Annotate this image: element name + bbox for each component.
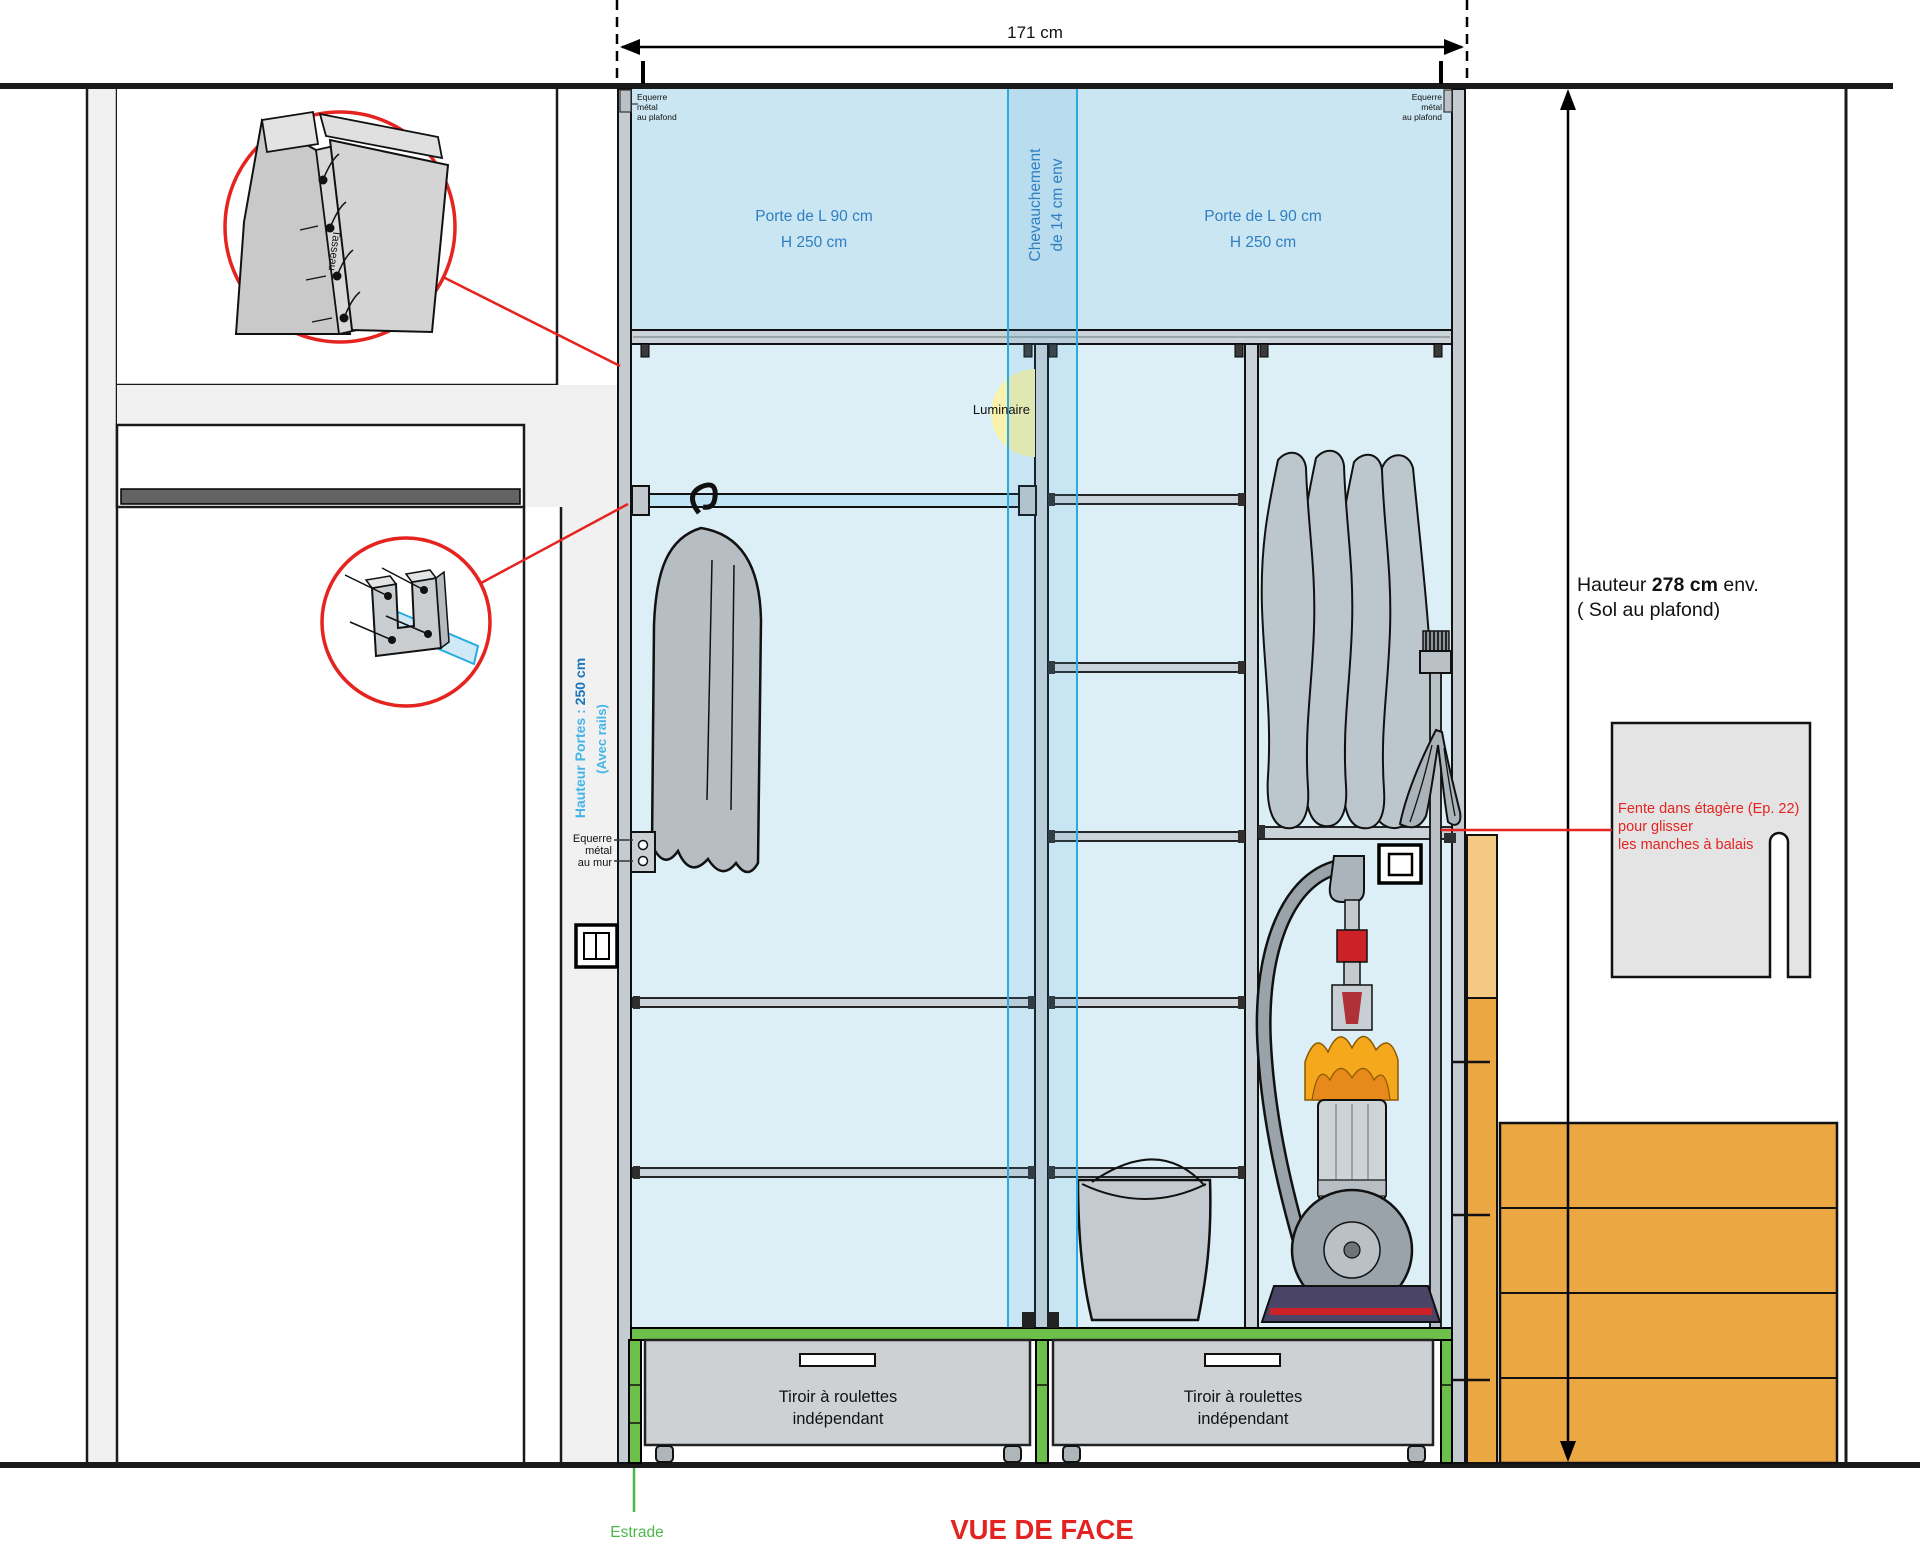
door-left-label-2: H 250 cm: [781, 234, 847, 251]
labels: Porte de L 90 cm H 250 cm Porte de L 90 …: [572, 92, 1799, 1545]
ceiling-line: [0, 83, 1893, 89]
page-title: VUE DE FACE: [950, 1514, 1133, 1545]
broom-ferrule: [1419, 650, 1452, 674]
screws: [299, 153, 361, 323]
door-bottom-guides: [1022, 1312, 1059, 1328]
arrow-down-icon: [1560, 1441, 1576, 1462]
leader-line-tasseau: [442, 275, 621, 368]
svg-text:Equerre: Equerre: [637, 92, 668, 102]
drawer-left: [643, 1338, 1032, 1463]
svg-text:au plafond: au plafond: [637, 112, 677, 122]
height-dimension: [1560, 89, 1576, 1462]
detail-circle-rail-bracket: [320, 502, 629, 708]
svg-text:métal: métal: [1421, 102, 1442, 112]
door-right-label-2: H 250 cm: [1230, 234, 1296, 251]
closet: [614, 88, 1466, 1464]
ceiling-bracket-left: [619, 89, 638, 113]
svg-text:métal: métal: [637, 102, 658, 112]
arrow-up-icon: [1560, 89, 1576, 110]
tasseau-label: Tasseau: [326, 229, 343, 271]
svg-text:Fente dans étagère (Ep. 22): Fente dans étagère (Ep. 22): [1618, 801, 1799, 817]
vacuum-hose: [1258, 860, 1346, 1298]
drawer-handle: [1204, 1353, 1281, 1367]
storage-bags: [1260, 449, 1433, 830]
svg-text:pour glisser: pour glisser: [1618, 819, 1693, 835]
wall-bracket: [614, 831, 656, 873]
drawer-left-label-1: Tiroir à roulettes: [779, 1388, 898, 1406]
power-socket-icon: [1377, 843, 1423, 885]
door-rail-bar: [120, 488, 521, 505]
door-upper-area: [631, 89, 1452, 330]
detail-circle-tasseau: Tasseau: [223, 110, 621, 368]
side-cabinet: [1452, 834, 1839, 1465]
fente-label: Fente dans étagère (Ep. 22) pour glisser…: [1618, 801, 1799, 853]
closet-right-panel: [1451, 88, 1466, 1464]
vacuum-handle: [1328, 855, 1365, 903]
estrade-annotation: Estrade: [610, 1468, 664, 1541]
door-height-note-2: (Avec rails): [594, 704, 609, 774]
shelf-clips: [640, 343, 1443, 358]
luminaire-label: Luminaire: [973, 402, 1030, 417]
ceiling-bracket-right-label: Equerre métal au plafond: [1402, 92, 1442, 122]
ceiling-bracket-left-label: Equerre métal au plafond: [637, 92, 677, 122]
vacuum-wand-red: [1336, 929, 1368, 963]
svg-text:au mur: au mur: [578, 857, 613, 869]
door-right-label-1: Porte de L 90 cm: [1204, 208, 1321, 225]
light-switch-icon: [574, 923, 619, 969]
ceiling-bracket-right: [1443, 89, 1453, 113]
overlap-band: [1007, 89, 1078, 1328]
drawer-right-label-1: Tiroir à roulettes: [1184, 1388, 1303, 1406]
floor-line: [0, 1462, 1920, 1468]
luminaire-glow: [991, 369, 1035, 457]
drawer-wheel: [1003, 1445, 1022, 1463]
svg-text:Equerre: Equerre: [1412, 92, 1443, 102]
estrade-label: Estrade: [610, 1524, 663, 1541]
door-height-note: Hauteur Portes : 250 cm: [572, 658, 588, 818]
height-dimension-label-2: ( Sol au plafond): [1577, 599, 1720, 621]
divider-right: [1244, 343, 1259, 1329]
slot-panel-detail: [1610, 721, 1812, 979]
storage-bin: [1076, 1158, 1212, 1322]
wall-bracket-label: Equerre métal au mur: [573, 833, 612, 869]
svg-text:Equerre: Equerre: [573, 833, 612, 845]
drawer-wheel: [655, 1445, 674, 1463]
bracket-screws: [344, 567, 432, 644]
width-dimension-label: 171 cm: [1007, 23, 1063, 42]
overlap-label-2: de 14 cm env: [1049, 158, 1066, 251]
arrow-left-icon: [620, 39, 640, 55]
garment-bag: [650, 482, 763, 874]
overlap-label-1: Chevauchement: [1027, 148, 1044, 262]
height-dimension-label: Hauteur 278 cm env.: [1577, 574, 1759, 596]
svg-text:les manches à balais: les manches à balais: [1618, 837, 1753, 853]
vacuum-head: [1260, 1285, 1442, 1323]
shelf-end-nubs: [633, 493, 1456, 1179]
svg-text:métal: métal: [585, 845, 612, 857]
drawer-wheel: [1407, 1445, 1426, 1463]
door-left-label-1: Porte de L 90 cm: [755, 208, 872, 225]
estrade-platform: [628, 1327, 1453, 1464]
drawer-right: [1051, 1338, 1435, 1463]
hanging-rod: [631, 485, 1037, 516]
closet-left-panel: [617, 88, 632, 1464]
top-dimension: 171 cm: [615, 0, 1469, 84]
svg-text:au plafond: au plafond: [1402, 112, 1442, 122]
leader-line-bracket: [480, 502, 629, 585]
vacuum-cleaner: [1255, 855, 1442, 1323]
drawer-right-label-2: indépendant: [1198, 1410, 1289, 1428]
arrow-right-icon: [1444, 39, 1464, 55]
drawer-handle: [799, 1353, 876, 1367]
hanger-hook: [690, 482, 718, 515]
drawer-wheel: [1062, 1445, 1081, 1463]
drawer-left-label-2: indépendant: [793, 1410, 884, 1428]
